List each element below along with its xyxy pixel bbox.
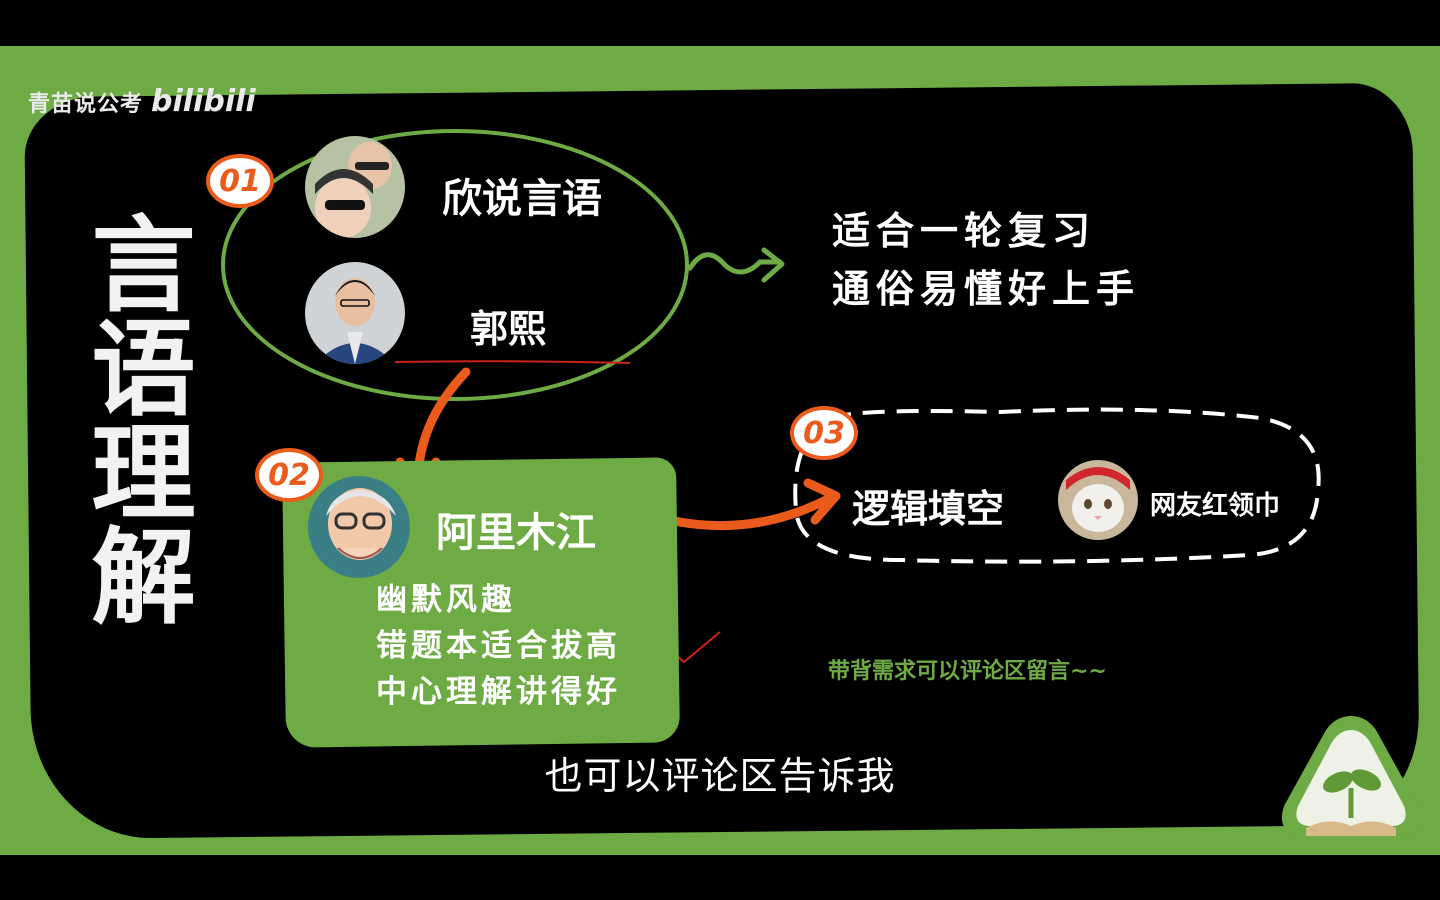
comment-note: 带背需求可以评论区留言~~ <box>828 659 1107 684</box>
channel-watermark: 青苗说公考 bilibili <box>28 84 256 119</box>
badge-01: 01 <box>206 154 274 208</box>
badge-03: 03 <box>790 406 858 460</box>
teacher-name-hongling: 网友红领巾 <box>1150 491 1281 521</box>
group1-ellipse <box>221 129 689 401</box>
top-letterbox <box>0 0 1440 46</box>
group2-note-3: 中心理解讲得好 <box>376 674 621 710</box>
seedling-mascot-icon <box>1276 710 1426 850</box>
vertical-title: 言语理解 <box>73 210 196 626</box>
topic-logic-fill: 逻辑填空 <box>852 487 1005 531</box>
badge-02: 02 <box>255 448 323 502</box>
group2-note-2: 错题本适合拔高 <box>376 628 621 664</box>
red-underline <box>394 360 631 364</box>
channel-name: 青苗说公考 <box>28 92 144 117</box>
avatar-cat <box>1058 460 1138 540</box>
avatar-xinshuo <box>305 136 405 238</box>
bilibili-logo: bilibili <box>151 84 256 119</box>
teacher-name-xinshuo: 欣说言语 <box>442 176 602 222</box>
teacher-name-guoxi: 郭熙 <box>470 307 547 351</box>
bottom-letterbox <box>0 855 1440 900</box>
teacher-name-alimujiang: 阿里木江 <box>436 510 596 556</box>
group1-note-2: 通俗易懂好上手 <box>832 266 1141 311</box>
group1-note-1: 适合一轮复习 <box>832 208 1097 253</box>
wave-arrow <box>687 252 783 275</box>
video-subtitle: 也可以评论区告诉我 <box>544 754 896 798</box>
right-arrow-head <box>803 478 841 525</box>
wave-arrow-head <box>761 247 785 283</box>
avatar-alimujiang <box>308 476 410 578</box>
group3-dashed-outline <box>793 407 1321 564</box>
avatar-guoxi <box>305 262 405 364</box>
group2-note-1: 幽默风趣 <box>376 582 516 618</box>
